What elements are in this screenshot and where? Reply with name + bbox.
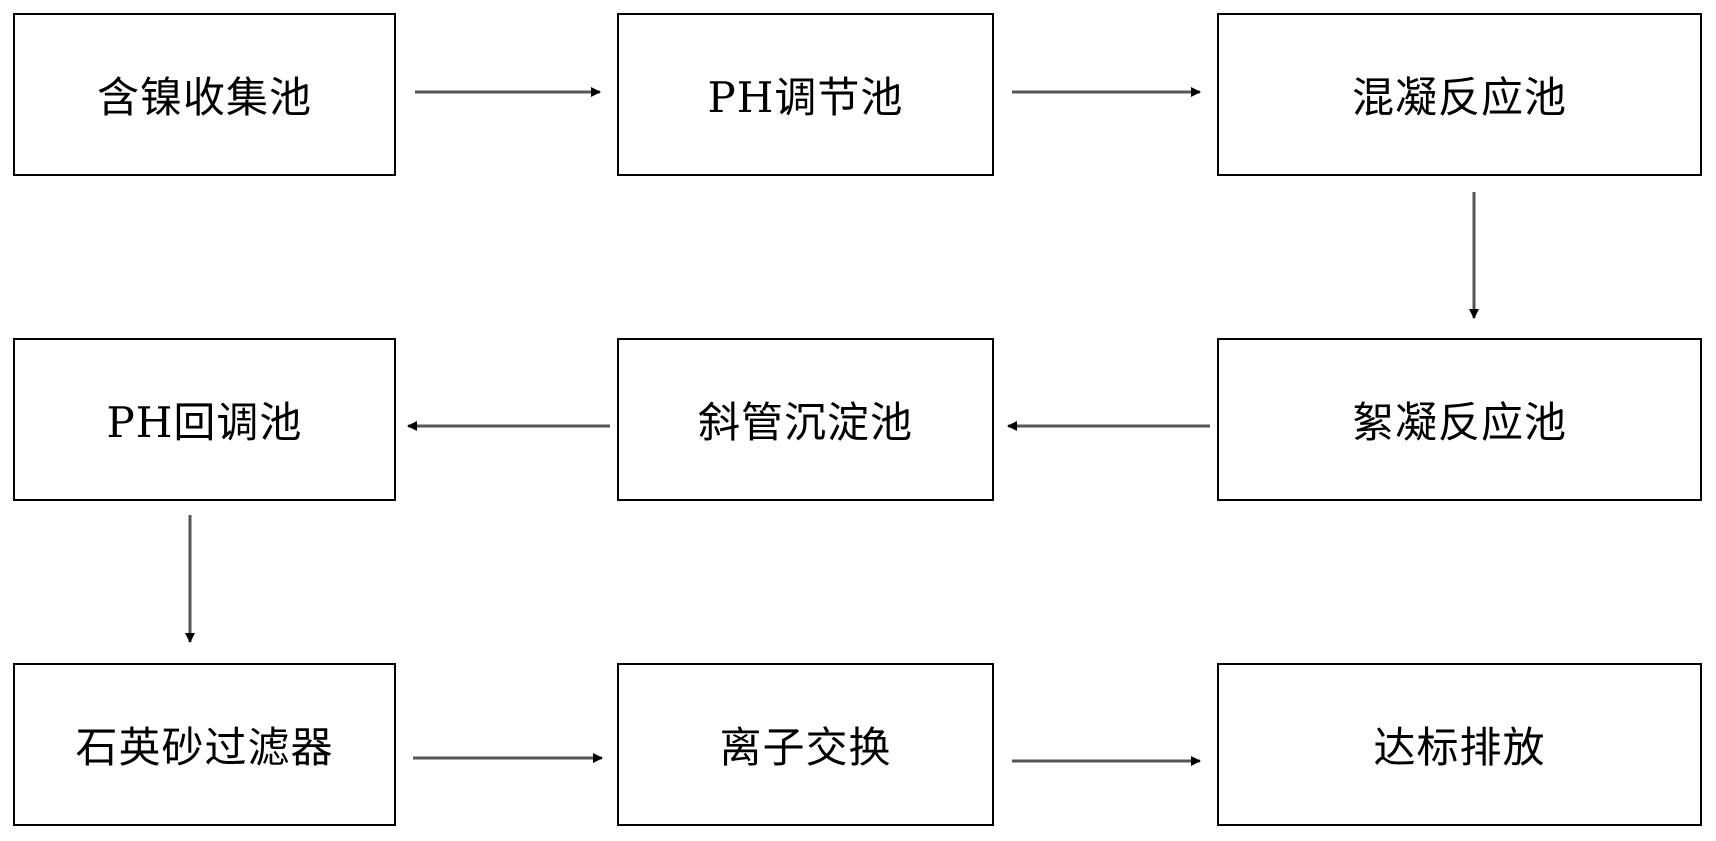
step-label: 离子交换 xyxy=(719,723,892,772)
step-ph-adjustment-tank: PH调节池 xyxy=(617,13,994,176)
step-label: 絮凝反应池 xyxy=(1351,398,1567,447)
step-inclined-tube-settling-tank: 斜管沉淀池 xyxy=(617,338,994,501)
step-label: 混凝反应池 xyxy=(1351,73,1567,122)
step-flocculation-tank: 絮凝反应池 xyxy=(1217,338,1702,501)
step-ph-readjustment-tank: PH回调池 xyxy=(13,338,396,501)
step-label: 达标排放 xyxy=(1373,723,1546,772)
step-nickel-collection-tank: 含镍收集池 xyxy=(13,13,396,176)
step-compliant-discharge: 达标排放 xyxy=(1217,663,1702,826)
step-label: 含镍收集池 xyxy=(96,73,312,122)
step-ion-exchange: 离子交换 xyxy=(617,663,994,826)
step-label: PH回调池 xyxy=(106,398,303,447)
step-coagulation-tank: 混凝反应池 xyxy=(1217,13,1702,176)
step-label: 石英砂过滤器 xyxy=(75,723,334,772)
step-label: PH调节池 xyxy=(707,73,904,122)
step-quartz-sand-filter: 石英砂过滤器 xyxy=(13,663,396,826)
step-label: 斜管沉淀池 xyxy=(697,398,913,447)
